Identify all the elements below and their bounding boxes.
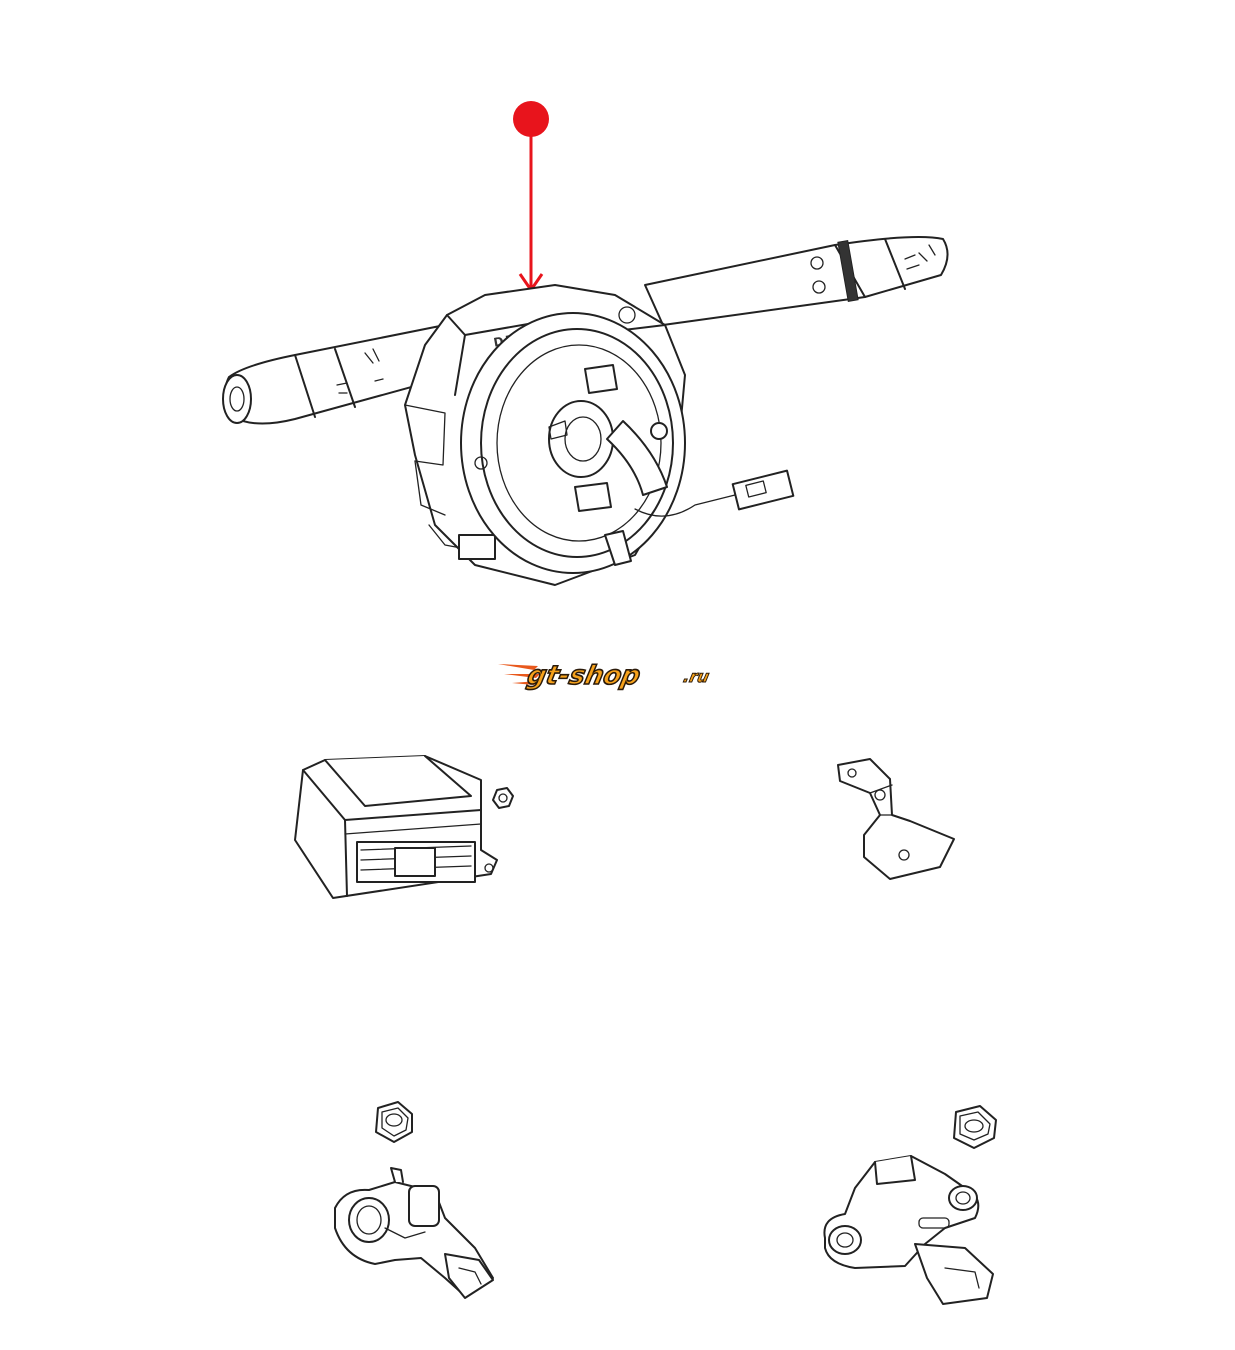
hex-nut-right[interactable]	[946, 1104, 1000, 1152]
callout-dot[interactable]	[513, 101, 549, 137]
watermark-main-text: gt-shop	[525, 661, 644, 691]
speed-streak	[504, 674, 540, 678]
impact-sensor-right[interactable]	[815, 1148, 1005, 1313]
multifunction-switch-assembly[interactable]: DELPHI	[215, 225, 955, 595]
hex-nut-left[interactable]	[368, 1098, 418, 1148]
impact-sensor-left[interactable]	[325, 1167, 505, 1318]
mounting-bracket[interactable]	[830, 755, 965, 890]
airbag-control-module[interactable]	[285, 750, 525, 905]
speed-streak	[498, 664, 538, 670]
speed-streak	[512, 681, 538, 685]
watermark-logo-graphic: gt-shop .ru	[498, 660, 711, 692]
watermark-logo: gt-shop .ru	[498, 656, 738, 692]
watermark-suffix-text: .ru	[682, 667, 711, 686]
